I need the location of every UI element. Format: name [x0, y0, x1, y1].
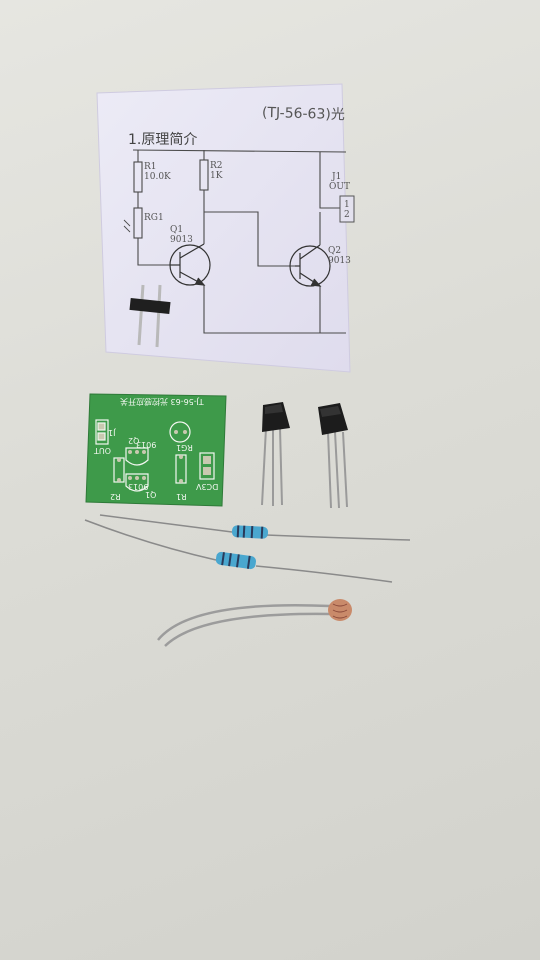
- pcb-title: TJ-56-63 光控感应开关: [120, 397, 204, 406]
- output-connector: [339, 195, 355, 223]
- resistor-1: [99, 514, 411, 541]
- transistor-1: [261, 402, 290, 506]
- pcb-out: OUT: [94, 446, 112, 455]
- q1-symbol: [169, 243, 211, 286]
- photoresistor: [157, 599, 352, 647]
- r2-label: R2: [210, 161, 223, 171]
- q1-value: 9013: [170, 235, 193, 245]
- transistor-2: [318, 403, 348, 509]
- pin2-label: 2: [344, 210, 350, 220]
- q2-label: Q2: [328, 246, 342, 256]
- j1-label: J1: [332, 172, 342, 182]
- pcb-r1: R1: [176, 492, 187, 501]
- pcb-r2: R2: [110, 492, 121, 501]
- q1-label: Q1: [170, 225, 184, 235]
- pcb-q1-value: 9013: [128, 482, 149, 491]
- rg1-label: RG1: [144, 213, 164, 223]
- out-label: OUT: [329, 182, 350, 192]
- pcb-rg1: RG1: [176, 443, 193, 452]
- pin1-label: 1: [344, 200, 350, 210]
- r2-value: 1K: [210, 171, 223, 181]
- q2-symbol: [289, 244, 331, 287]
- r1-value: 10.0K: [144, 172, 171, 182]
- pcb-dc3v: DC3V: [196, 482, 219, 491]
- resistor-2: [84, 519, 393, 583]
- q2-value: 9013: [328, 256, 351, 266]
- pcb-q1: Q1: [145, 490, 157, 499]
- pcb-board: [85, 393, 227, 507]
- pcb-j1: J1: [108, 428, 116, 437]
- section-heading: 1.原理简介: [128, 132, 198, 148]
- r1-label: R1: [144, 162, 157, 172]
- pin-header: [129, 284, 171, 348]
- pcb-q2-value: 9013: [136, 440, 157, 449]
- schematic-wires: [123, 149, 347, 334]
